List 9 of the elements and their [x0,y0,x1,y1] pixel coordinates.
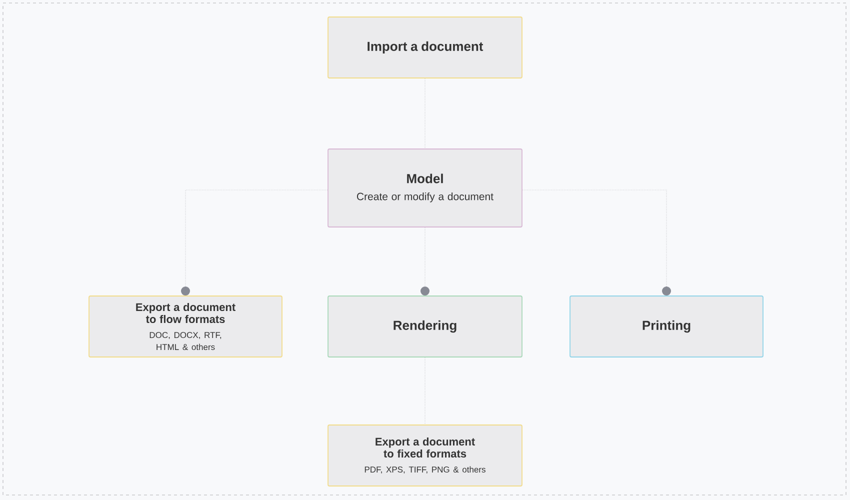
process-box: Model Create or modify a document [328,148,522,228]
process-box: Import a document [328,16,522,78]
connector [181,190,328,296]
process-box: Printing [570,296,764,358]
connector [522,190,671,296]
connector [420,227,430,296]
process-box: Export a document to flow formats DOC, DOCX, RTF, HTML & others [88,296,282,358]
process-box: Rendering [328,296,522,358]
process-box: Export a document to fixed formats PDF, XPS, TIFF, PNG & others [328,424,522,486]
